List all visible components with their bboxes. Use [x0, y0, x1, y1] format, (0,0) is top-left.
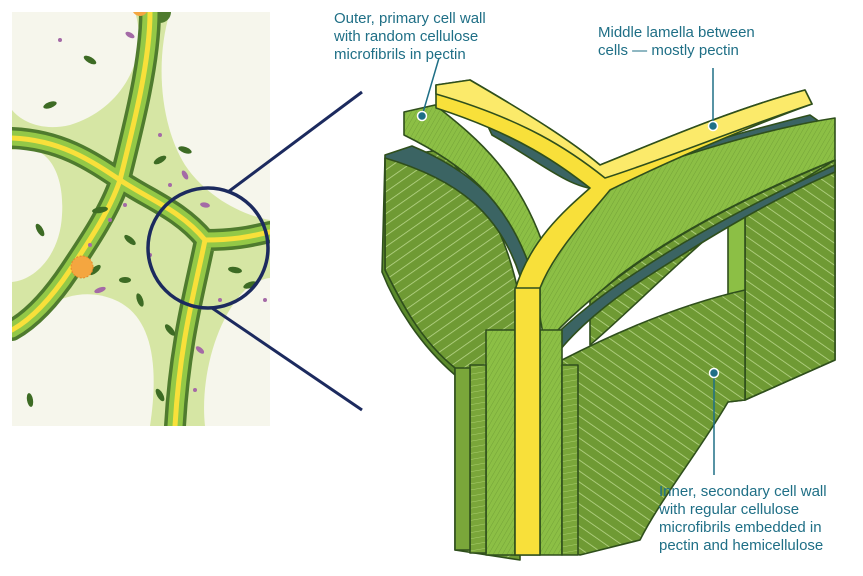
label-middle-lamella: Middle lamella between cells — mostly pe…	[598, 24, 755, 60]
cell-interior-bottom-right	[204, 278, 270, 426]
label-secondary-line-2: with regular cellulose	[659, 501, 800, 518]
label-lamella-line-1: Middle lamella between	[598, 24, 755, 41]
micrograph-panel	[12, 12, 270, 426]
zoom-ring	[146, 186, 270, 310]
label-primary-cell-wall: Outer, primary cell wall with random cel…	[334, 10, 486, 64]
cell-interior-top-left	[12, 12, 139, 128]
zoom-connector-top	[227, 90, 363, 194]
label-secondary-line-4: pectin and hemicellulose	[659, 537, 824, 554]
organelles	[26, 12, 267, 407]
micrograph-walls	[12, 12, 270, 426]
zoom-connector-bottom	[211, 306, 363, 412]
orange-organelle-top	[133, 12, 147, 16]
cell-interior-top-right	[161, 12, 270, 220]
label-secondary-cell-wall: Inner, secondary cell wall with regular …	[659, 483, 827, 555]
orange-organelle	[70, 255, 94, 279]
label-primary-line-3: microfibrils in pectin	[334, 46, 466, 63]
callouts	[416, 57, 720, 475]
front-secondary-wall	[561, 289, 746, 556]
front-primary-left	[485, 329, 516, 556]
cell-interior-bottom-left	[12, 294, 154, 426]
front-primary-right	[539, 329, 563, 556]
label-secondary-line-1: Inner, secondary cell wall	[659, 483, 827, 500]
label-primary-line-2: with random cellulose	[334, 28, 479, 45]
label-secondary-line-3: microfibrils embedded in	[659, 519, 822, 536]
cell-wall-block	[381, 79, 836, 561]
label-lamella-line-2: cells — mostly pectin	[598, 42, 739, 59]
cell-interior-left	[12, 148, 63, 282]
label-primary-line-1: Outer, primary cell wall	[334, 10, 486, 27]
